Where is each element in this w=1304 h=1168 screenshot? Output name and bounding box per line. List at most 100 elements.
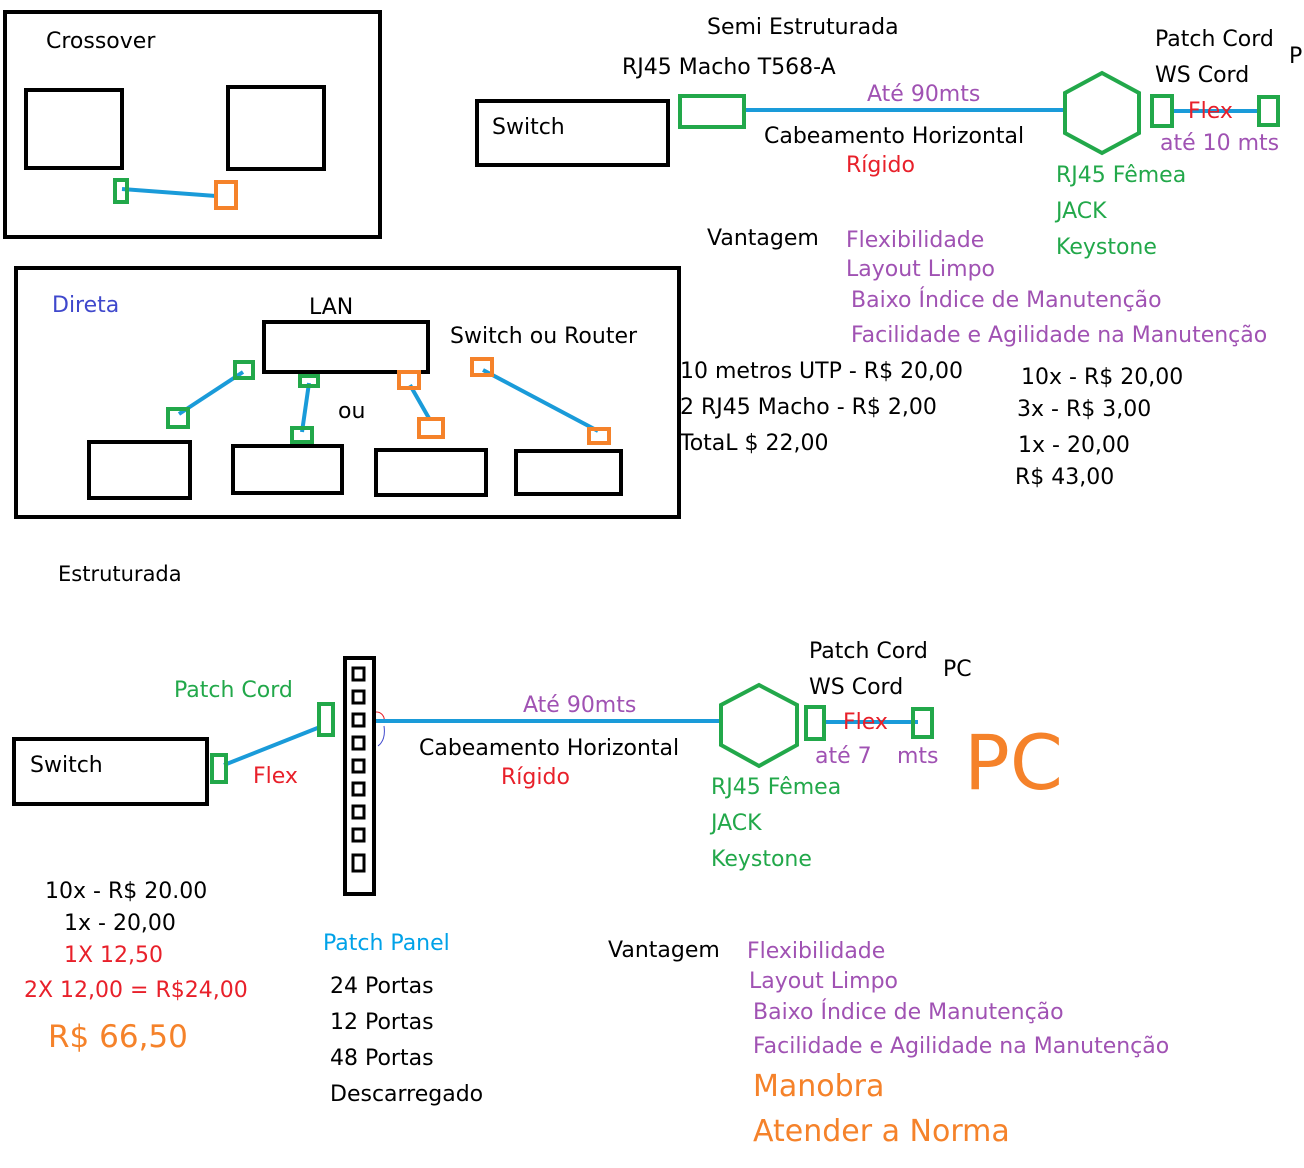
semi-cost-right-4: R$ 43,00 xyxy=(1015,465,1114,490)
estruturada-section: Estruturada Switch Patch Cord Flex Até 9… xyxy=(12,562,1169,1149)
patch-panel-port xyxy=(351,781,366,797)
semi-jack: JACK xyxy=(1054,199,1107,224)
direta-device-1 xyxy=(87,440,192,500)
semi-cost-left-3: TotaL $ 22,00 xyxy=(679,431,829,456)
crossover-section: Crossover xyxy=(3,10,382,239)
estruturada-total: R$ 66,50 xyxy=(48,1019,188,1055)
estruturada-mts: mts xyxy=(897,744,939,769)
estruturada-extra-1: Manobra xyxy=(753,1069,884,1104)
ou-label: ou xyxy=(338,399,365,424)
direta-connector-orange-4 xyxy=(587,427,611,445)
estruturada-patch-connector-right xyxy=(911,707,934,739)
estruturada-vantagem: Vantagem xyxy=(608,938,720,963)
semi-section: Semi Estruturada RJ45 Macho T568-A Switc… xyxy=(475,15,1302,490)
semi-rigido: Rígido xyxy=(846,153,915,178)
semi-adv-2: Layout Limpo xyxy=(846,257,995,282)
semi-cost-left-2: 2 RJ45 Macho - R$ 2,00 xyxy=(680,395,937,420)
semi-patch-cord: Patch Cord xyxy=(1155,27,1274,52)
estruturada-cost-2: 1x - 20,00 xyxy=(64,911,176,936)
semi-patch-connector-left xyxy=(1150,94,1174,128)
semi-switch-label: Switch xyxy=(492,115,565,140)
patch-panel-port xyxy=(351,735,366,751)
direta-connector-green-2 xyxy=(233,360,255,380)
direta-device-3 xyxy=(374,448,488,497)
patch-panel-port xyxy=(351,712,366,728)
semi-cost-right-2: 3x - R$ 3,00 xyxy=(1017,397,1151,422)
estruturada-pc-big: PC xyxy=(964,718,1063,807)
patch-panel-port xyxy=(351,853,366,873)
estruturada-keystone-hexagon xyxy=(719,682,799,769)
estruturada-adv-3: Baixo Índice de Manutenção xyxy=(753,999,1064,1025)
lan-device xyxy=(262,320,430,374)
semi-rj45-macho-connector xyxy=(678,94,746,129)
crossover-title: Crossover xyxy=(46,29,156,54)
direta-frame xyxy=(14,266,681,519)
semi-adv-3: Baixo Índice de Manutenção xyxy=(851,287,1162,313)
port-option-4: Descarregado xyxy=(330,1082,483,1107)
estruturada-patch-cord-green: Patch Cord xyxy=(174,678,293,703)
semi-ws-cord: WS Cord xyxy=(1155,63,1249,88)
direta-title: Direta xyxy=(52,293,119,318)
crossover-device-right xyxy=(226,85,326,171)
crossover-cable xyxy=(121,187,217,198)
direta-connector-orange-2 xyxy=(417,417,445,439)
patch-panel-port xyxy=(351,666,366,682)
semi-cost-right-3: 1x - 20,00 xyxy=(1018,433,1130,458)
estruturada-femea: RJ45 Fêmea xyxy=(711,775,841,800)
direta-cable-3 xyxy=(408,384,432,421)
semi-switch xyxy=(475,99,670,167)
switch-router-label: Switch ou Router xyxy=(450,324,638,349)
crossover-frame xyxy=(3,10,382,239)
switch-patch-connector xyxy=(210,753,228,784)
semi-keystone: Keystone xyxy=(1056,235,1157,260)
semi-keystone-hexagon xyxy=(1063,70,1141,156)
direta-device-4 xyxy=(514,449,623,496)
semi-ate-10: até 10 mts xyxy=(1160,131,1279,156)
semi-rj45-macho: RJ45 Macho T568-A xyxy=(622,55,836,80)
port-option-3: 48 Portas xyxy=(330,1046,434,1071)
port-option-2: 12 Portas xyxy=(330,1010,434,1035)
estruturada-flex: Flex xyxy=(843,710,888,735)
patch-panel-ports xyxy=(351,666,366,873)
semi-p-cut: P xyxy=(1289,44,1302,69)
patch-panel-port xyxy=(351,689,366,705)
crossover-connector-green xyxy=(113,178,129,204)
semi-horizontal-label: Cabeamento Horizontal xyxy=(764,124,1024,149)
direta-device-2 xyxy=(231,444,344,495)
direta-connector-green-4 xyxy=(290,426,314,444)
estruturada-flex-left: Flex xyxy=(253,764,298,789)
direta-section: Direta LAN Switch ou Router ou xyxy=(14,266,681,519)
estruturada-cost-3: 1X 12,50 xyxy=(64,943,163,968)
estruturada-jack: JACK xyxy=(709,811,762,836)
semi-vantagem: Vantagem xyxy=(707,226,819,251)
direta-connector-orange-3 xyxy=(470,357,494,377)
direta-connector-green-1 xyxy=(166,407,190,429)
crossover-device-left xyxy=(24,88,124,170)
estruturada-switch-label: Switch xyxy=(30,753,103,778)
semi-cost-left-1: 10 metros UTP - R$ 20,00 xyxy=(680,359,963,384)
panel-patch-connector xyxy=(317,702,335,737)
semi-patch-connector-right xyxy=(1257,95,1280,127)
estruturada-adv-1: Flexibilidade xyxy=(747,939,885,964)
direta-cable-4 xyxy=(482,368,599,433)
estruturada-cost-4: 2X 12,00 = R$24,00 xyxy=(24,978,248,1003)
semi-title: Semi Estruturada xyxy=(707,15,899,40)
patch-panel-arc-mark xyxy=(377,725,385,747)
crossover-connector-orange xyxy=(214,180,238,210)
estruturada-patch-connector-left xyxy=(804,705,826,741)
direta-cable-2 xyxy=(300,382,311,433)
estruturada-ate-7: até 7 xyxy=(815,744,872,769)
patch-panel xyxy=(343,656,376,896)
direta-connector-orange-1 xyxy=(397,370,421,390)
patch-panel-port xyxy=(351,827,366,843)
estruturada-extra-2: Atender a Norma xyxy=(753,1114,1010,1149)
estruturada-pc-small: PC xyxy=(943,657,972,682)
estruturada-ws-cord: WS Cord xyxy=(809,675,903,700)
estruturada-ate-90: Até 90mts xyxy=(523,693,636,718)
semi-femea: RJ45 Fêmea xyxy=(1056,163,1186,188)
semi-ate-90: Até 90mts xyxy=(867,82,980,107)
estruturada-switch xyxy=(12,737,209,806)
direta-connector-green-3 xyxy=(298,374,320,388)
switch-to-panel-cable xyxy=(223,725,321,767)
